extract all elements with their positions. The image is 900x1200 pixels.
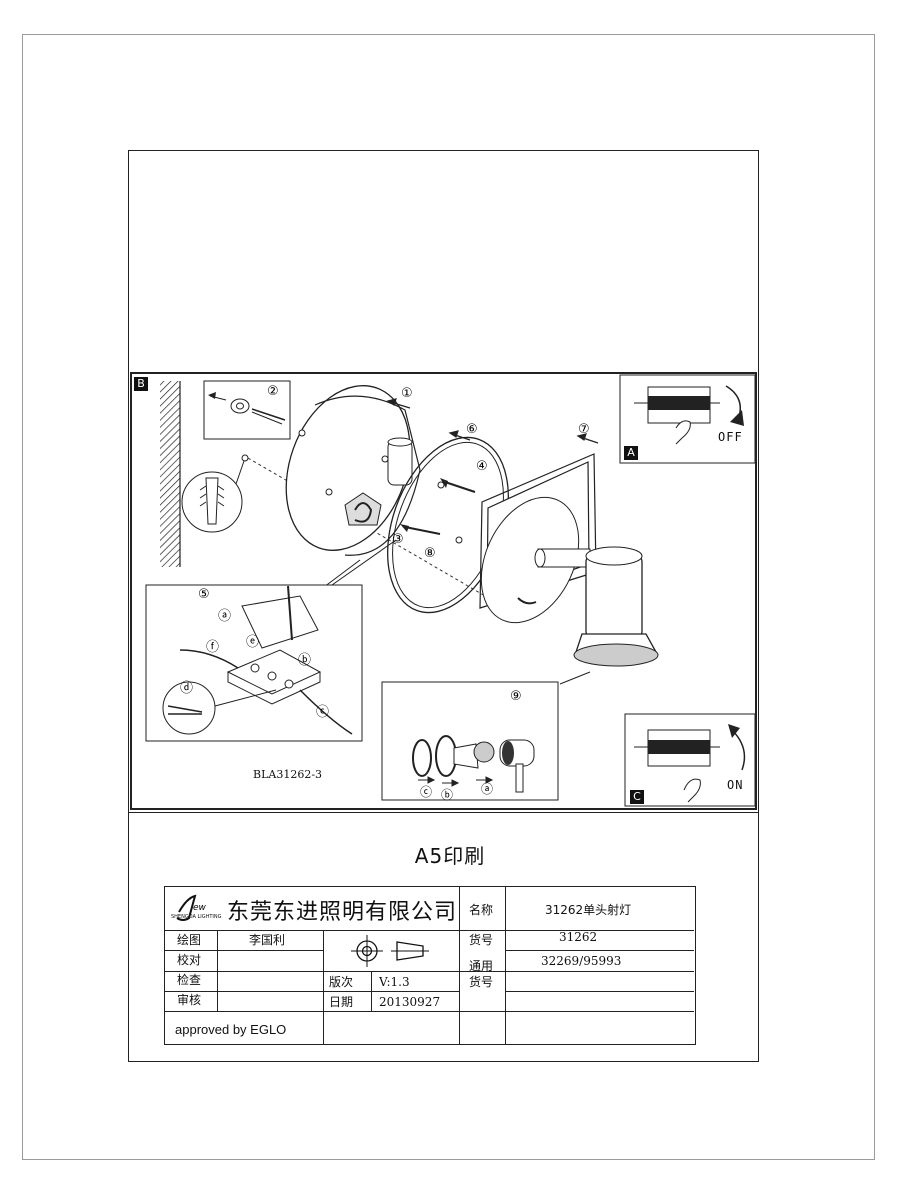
print-format-note: A5印刷 (414, 844, 486, 868)
lamp-detail-box (381, 681, 559, 801)
step-1-label: ① (401, 386, 413, 401)
inspect-label: 检查 (177, 973, 202, 987)
step-a-label: ⓐ (218, 609, 231, 624)
drawn-by: 李国利 (249, 933, 286, 947)
general-label-2: 货号 (469, 975, 494, 989)
breaker-off-illustration (634, 385, 744, 445)
instruction-panel (130, 372, 757, 810)
product-name: 31262单头射灯 (545, 903, 632, 917)
step-c-label: ⓒ (316, 705, 329, 720)
general-item-numbers: 32269/95993 (541, 954, 622, 968)
step-e-label: ⓔ (246, 635, 259, 650)
step-5-label: ⑤ (198, 587, 210, 602)
panel-marker-a: A (624, 446, 638, 460)
wall-hatch (160, 381, 180, 567)
svg-text:ew: ew (193, 903, 207, 913)
mounting-base (285, 385, 421, 556)
terminal-block (162, 585, 353, 735)
square-plate (479, 453, 597, 624)
review-label: 审核 (177, 993, 202, 1007)
date-label: 日期 (329, 995, 354, 1009)
step-9a-label: ⓐ (481, 782, 493, 796)
step-8-label: ⑧ (424, 546, 436, 561)
switch-off-label: OFF (718, 430, 743, 444)
item-number: 31262 (559, 930, 598, 944)
step-4-label: ④ (476, 459, 488, 474)
page-border (22, 34, 875, 1160)
step-9c-label: ⓒ (420, 785, 432, 799)
projection-symbol (351, 935, 429, 967)
switch-on-label: ON (727, 778, 744, 792)
step-2-label: ② (267, 384, 279, 399)
wall-plug-detail (181, 454, 249, 533)
approval-note: approved by EGLO (175, 1022, 287, 1037)
step-b-label: ⓑ (298, 653, 311, 668)
drawing-code: BLA31262-3 (253, 768, 323, 781)
breaker-on-illustration (634, 724, 746, 803)
panel-marker-c: C (630, 790, 644, 804)
name-label: 名称 (469, 903, 494, 917)
step-d-label: ⓓ (180, 681, 193, 696)
sheet-frame (128, 150, 759, 1062)
panel-marker-b: B (134, 377, 148, 391)
wall-plug-screw (208, 392, 286, 425)
general-label-1: 通用 (469, 959, 494, 973)
version-label: 版次 (329, 975, 354, 989)
step-7-label: ⑦ (578, 422, 590, 437)
item-label: 货号 (469, 933, 494, 947)
step-f-label: ⓕ (206, 640, 219, 655)
step-9-label: ⑨ (510, 689, 522, 704)
step-3-label: ③ (392, 532, 404, 547)
company-logo: ew (176, 894, 207, 921)
logo-text: SHENGDA LIGHTING (171, 914, 222, 920)
step-6-label: ⑥ (466, 422, 478, 437)
direction-arrows (386, 398, 599, 444)
spotlight-head (517, 546, 659, 667)
fixing-screw-lower (400, 524, 441, 535)
date-value: 20130927 (379, 995, 441, 1009)
company-name: 东莞东进照明有限公司 (227, 900, 458, 925)
version-value: V:1.3 (379, 975, 410, 989)
frame-divider (128, 812, 759, 813)
drawn-label: 绘图 (177, 933, 202, 947)
screw-detail-box (203, 380, 291, 440)
check-label: 校对 (177, 953, 202, 967)
bulb-assembly (412, 735, 535, 793)
step-9b-label: ⓑ (441, 788, 453, 802)
title-block: ew SHENGDA LIGHTING 东莞东进照明有限公司 名称 31262单… (164, 886, 696, 1045)
fixing-screw-upper (440, 478, 476, 493)
